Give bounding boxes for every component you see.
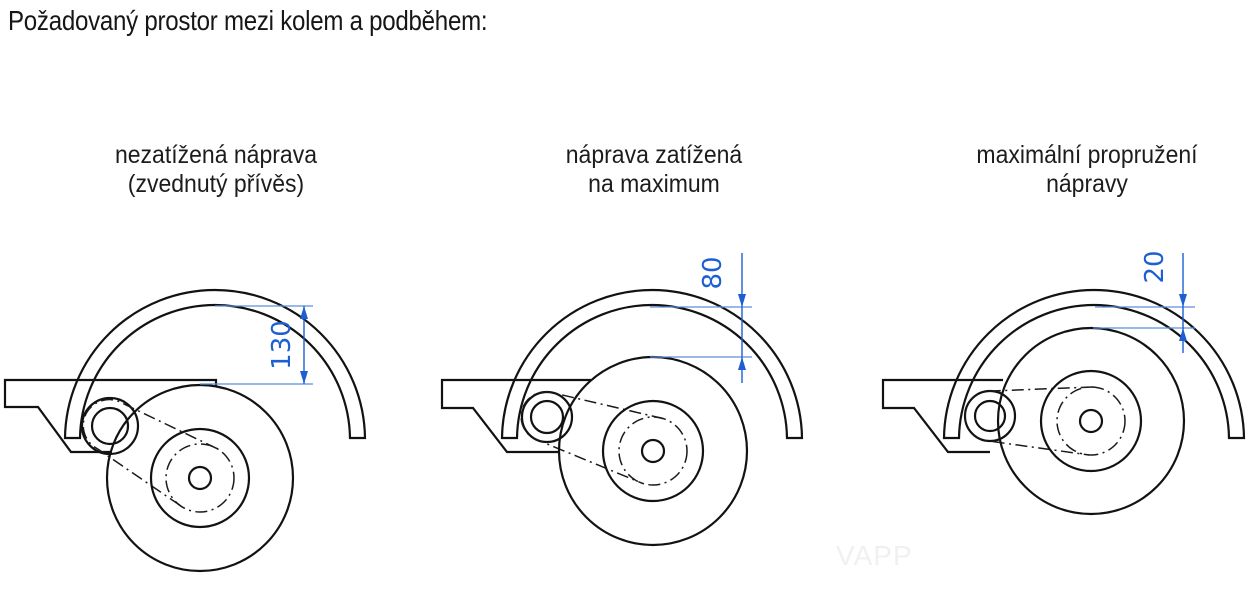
clearance-dimension: 80 bbox=[650, 253, 752, 383]
hub-outline bbox=[1078, 408, 1104, 434]
rim-outline bbox=[149, 427, 251, 529]
suspension-arm-centerline bbox=[82, 398, 218, 509]
tire-outline bbox=[557, 355, 749, 547]
caption-line: náprava zatížená bbox=[565, 141, 743, 169]
wheel-arch-outline bbox=[63, 288, 367, 440]
rim-outline bbox=[1039, 369, 1143, 473]
tire-outline bbox=[105, 383, 295, 573]
frame-bracket bbox=[3, 378, 218, 454]
pivot-inner-circle bbox=[90, 406, 130, 446]
tire-outline bbox=[996, 326, 1186, 516]
clearance-dimension: 20 bbox=[1093, 250, 1195, 353]
caption-line: na maximum bbox=[588, 170, 720, 198]
dimension-label: 130 bbox=[267, 320, 297, 370]
frame-bracket bbox=[440, 378, 591, 454]
wheel-arch-outline bbox=[500, 288, 804, 440]
bolt-circle bbox=[618, 416, 688, 486]
caption-line: nezatížená náprava bbox=[114, 141, 318, 169]
pivot-inner-circle bbox=[973, 399, 1007, 433]
watermark: VAPP bbox=[836, 540, 913, 571]
bolt-circle bbox=[165, 443, 235, 513]
diagram-unloaded-axle: 130 bbox=[3, 288, 367, 573]
wheel-arch bbox=[942, 288, 1246, 440]
wheel bbox=[996, 326, 1186, 516]
arrow-down-icon bbox=[738, 294, 746, 307]
arrow-up-icon bbox=[300, 306, 308, 319]
arrow-down-icon bbox=[300, 371, 308, 384]
wheel-arch-outline bbox=[942, 288, 1246, 440]
wheel-arch bbox=[63, 288, 367, 440]
suspension-arm-centerline bbox=[520, 390, 664, 485]
caption-line: (zvednutý přívěs) bbox=[127, 170, 305, 198]
hub-outline bbox=[640, 438, 666, 464]
arrow-up-icon bbox=[1179, 328, 1187, 341]
page-title: Požadovaný prostor mezi kolem a podběhem… bbox=[8, 5, 488, 36]
caption-axle-loaded-to-maximum: náprava zatížená na maximum bbox=[488, 141, 819, 199]
caption-unloaded-axle: nezatížená náprava (zvednutý přívěs) bbox=[50, 141, 381, 199]
clearance-dimension: 130 bbox=[200, 305, 313, 385]
frame-bracket bbox=[881, 378, 1003, 454]
wheel-arch bbox=[500, 288, 804, 440]
dimension-label: 20 bbox=[1140, 250, 1170, 283]
diagram-axle-loaded-to-maximum: 80 bbox=[440, 253, 804, 547]
caption-line: maximální propružení bbox=[976, 141, 1198, 169]
diagram-maximum-axle-travel: 20 bbox=[881, 250, 1246, 516]
arrow-up-icon bbox=[738, 357, 746, 370]
rim-outline bbox=[601, 399, 705, 503]
hub-outline bbox=[187, 465, 213, 491]
wheel bbox=[105, 383, 295, 573]
arrow-down-icon bbox=[1179, 294, 1187, 307]
bolt-circle bbox=[1056, 386, 1126, 456]
wheel bbox=[557, 355, 749, 547]
caption-maximum-axle-travel: maximální propružení nápravy bbox=[921, 141, 1250, 199]
pivot-inner-circle bbox=[529, 399, 565, 435]
caption-line: nápravy bbox=[1046, 170, 1128, 198]
suspension-arm-centerline bbox=[964, 386, 1093, 456]
dimension-label: 80 bbox=[698, 256, 728, 289]
